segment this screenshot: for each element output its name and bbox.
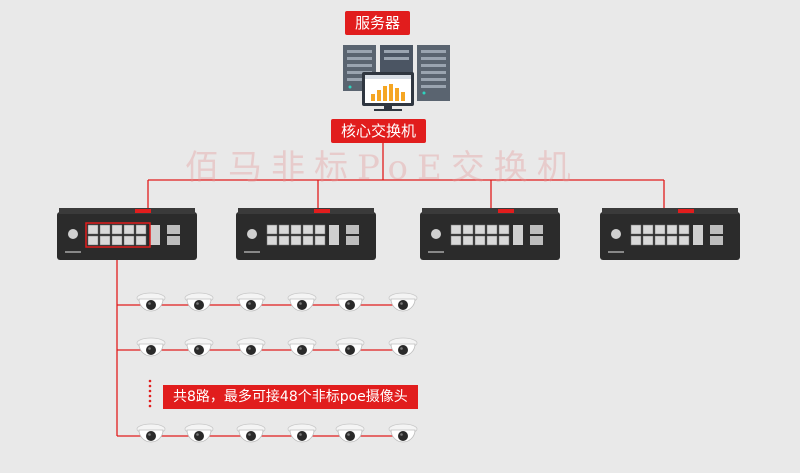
dome-camera-icon [388, 292, 418, 312]
dome-camera-icon [335, 337, 365, 357]
watermark: 佰马非标PoE交换机 [185, 148, 580, 188]
poe-switch [600, 208, 740, 260]
core-switch-label: 核心交换机 [331, 119, 427, 143]
monitor-chart-icon [362, 72, 414, 111]
dome-camera-icon [287, 292, 317, 312]
server-icon [343, 45, 450, 101]
camera-count-note: 共8路，最多可接48个非标poe摄像头 [163, 385, 418, 409]
poe-switch [57, 208, 197, 260]
dome-camera-icon [388, 337, 418, 357]
dome-camera-icon [236, 292, 266, 312]
dome-camera-icon [236, 423, 266, 443]
dome-camera-icon [136, 337, 166, 357]
dome-camera-icon [136, 292, 166, 312]
dome-camera-icon [184, 337, 214, 357]
switch-group [57, 208, 740, 260]
server-label: 服务器 [345, 11, 411, 35]
dome-camera-icon [236, 337, 266, 357]
core-links [147, 137, 665, 208]
dome-camera-icon [388, 423, 418, 443]
dome-camera-icon [335, 292, 365, 312]
dome-camera-icon [287, 337, 317, 357]
dome-camera-icon [335, 423, 365, 443]
dome-camera-icon [184, 423, 214, 443]
camera-group [136, 292, 418, 443]
poe-switch [236, 208, 376, 260]
poe-switch [420, 208, 560, 260]
dome-camera-icon [287, 423, 317, 443]
ellipsis-dots [148, 379, 152, 408]
dome-camera-icon [136, 423, 166, 443]
dome-camera-icon [184, 292, 214, 312]
